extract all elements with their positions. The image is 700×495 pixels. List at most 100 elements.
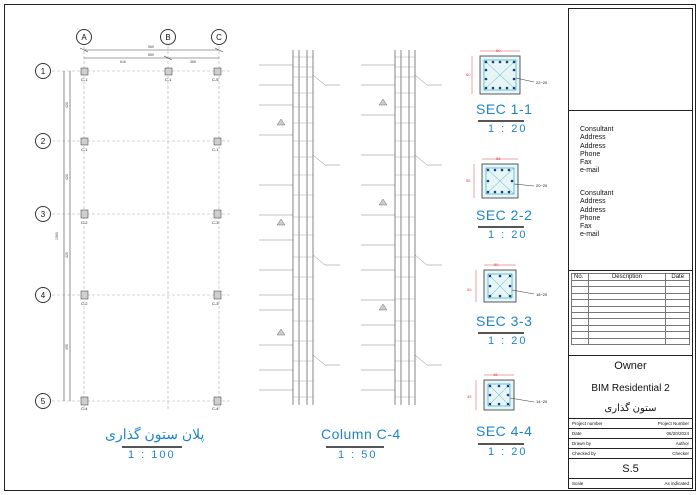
project-number-label: Project number <box>572 421 603 426</box>
drawing-frame <box>4 4 696 491</box>
grid-bubble-3: 3 <box>35 206 51 222</box>
grid-bubble-4: 4 <box>35 287 51 303</box>
consultant-line: e-mail <box>580 167 600 175</box>
checked-by-row: Checked by Checker <box>569 448 692 458</box>
column-scale: 1 : 50 <box>338 449 378 461</box>
column-tag: C-3 <box>212 220 219 225</box>
column-tag: C-2 <box>81 220 88 225</box>
section-scale: 1 : 20 <box>488 446 528 458</box>
consultant-block: Consultant Address Address Phone Fax e-m… <box>580 190 613 240</box>
scale-label: Scale <box>572 481 584 486</box>
title-underline <box>478 226 524 228</box>
section-title: SEC 4-4 <box>476 423 533 439</box>
section-scale: 1 : 20 <box>488 335 528 347</box>
title-underline <box>122 446 182 448</box>
column-tag: C-1 <box>81 77 88 82</box>
consultant-line: Address <box>580 206 606 214</box>
title-underline <box>478 443 524 445</box>
rebar-label: 14~20 <box>536 399 548 404</box>
checked-by-label: Checked by <box>572 451 596 456</box>
consultant-line: Consultant <box>580 126 614 133</box>
consultants-area: Consultant Address Address Phone Fax e-m… <box>569 111 692 271</box>
date-label: Date <box>572 431 582 436</box>
section-width-dim: 55 <box>496 156 501 161</box>
title-underline <box>478 120 524 122</box>
title-block: Consultant Address Address Phone Fax e-m… <box>568 8 693 489</box>
project-name: BIM Residential 2 <box>591 383 670 394</box>
rev-header-description: Description <box>587 273 667 281</box>
scale-value: As indicated <box>664 481 689 486</box>
section-width-dim: 50 <box>494 262 499 267</box>
consultant-line: Address <box>580 142 606 150</box>
section-depth-dim: 55 <box>466 178 471 183</box>
svg-text:1560: 1560 <box>55 232 59 240</box>
svg-text:420: 420 <box>65 102 69 108</box>
rev-header-no: No. <box>571 273 589 281</box>
svg-text:420: 420 <box>65 252 69 258</box>
column-tag: C-4 <box>212 406 219 411</box>
consultant-line: Phone <box>580 150 601 158</box>
column-tag: C-4 <box>81 406 88 411</box>
date-row: Date 06/20/2024 <box>569 428 692 438</box>
svg-text:960: 960 <box>148 45 154 49</box>
consultant-block: Consultant Address Address Phone Fax e-m… <box>580 126 613 176</box>
column-title: Column C-4 <box>321 426 401 442</box>
sheet-number: S.5 <box>569 458 692 478</box>
consultant-line: Consultant <box>580 190 614 197</box>
revision-table: No. Description Date <box>571 273 690 345</box>
project-number-value: Project Number <box>657 421 689 426</box>
title-underline <box>326 446 384 448</box>
column-tag: C-2 <box>81 301 88 306</box>
consultant-line: Fax <box>580 159 592 167</box>
grid-bubble-5: 5 <box>35 393 51 409</box>
consultant-line: e-mail <box>580 231 600 239</box>
section-depth-dim: 50 <box>467 287 472 292</box>
grid-bubble-a: A <box>76 29 92 45</box>
section-title: SEC 1-1 <box>476 101 533 117</box>
svg-text:490: 490 <box>65 344 69 350</box>
section-depth-dim: 45 <box>467 394 472 399</box>
grid-bubble-2: 2 <box>35 133 51 149</box>
svg-text:420: 420 <box>65 174 69 180</box>
logo-area <box>569 9 692 111</box>
svg-text:850: 850 <box>148 53 154 57</box>
consultant-line: Address <box>580 198 606 206</box>
grid-bubble-1: 1 <box>35 63 51 79</box>
drawn-by-row: Drawn by Author <box>569 438 692 448</box>
project-number-row: Project number Project Number <box>569 418 692 428</box>
rebar-label: 22~20 <box>536 80 548 85</box>
section-depth-dim: 60 <box>466 72 471 77</box>
section-width-dim: 45 <box>493 372 498 377</box>
rev-header-date: Date <box>665 273 690 281</box>
section-drawing <box>471 50 535 95</box>
title-underline <box>478 332 524 334</box>
rebar-label: 18~20 <box>536 292 548 297</box>
grid-bubble-c: C <box>211 29 227 45</box>
checked-by-value: Checker <box>672 451 689 456</box>
consultant-line: Phone <box>580 214 601 222</box>
section-scale: 1 : 20 <box>488 229 528 241</box>
project-info-area: Owner BIM Residential 2 ستون گذاری Proje… <box>569 356 692 490</box>
column-tag: C-3 <box>212 301 219 306</box>
owner-label: Owner <box>614 360 647 372</box>
section-drawing <box>475 374 535 411</box>
plan-scale: 1 : 100 <box>128 449 176 461</box>
grid-bubble-b: B <box>160 29 176 45</box>
drawn-by-label: Drawn by <box>572 441 592 446</box>
svg-text:616: 616 <box>120 60 126 64</box>
section-width-dim: 60 <box>496 48 501 53</box>
svg-text:365: 365 <box>190 60 196 64</box>
section-scale: 1 : 20 <box>488 123 528 135</box>
drawn-by-value: Author <box>675 441 689 446</box>
section-title: SEC 2-2 <box>476 207 533 223</box>
rebar-label: 20~20 <box>536 183 548 188</box>
scale-row: Scale As indicated <box>569 478 692 488</box>
column-tag: C-5 <box>212 77 219 82</box>
plan-gridlines: 960 850 616 365 1560 420 420 420 490 <box>52 45 230 410</box>
consultant-line: Address <box>580 134 606 142</box>
section-drawing <box>473 158 535 199</box>
column-elevation-drawing <box>259 50 442 405</box>
section-title: SEC 3-3 <box>476 313 533 329</box>
plan-title: پلان ستون گذاری <box>105 426 205 442</box>
sheet-name: ستون گذاری <box>604 403 657 414</box>
